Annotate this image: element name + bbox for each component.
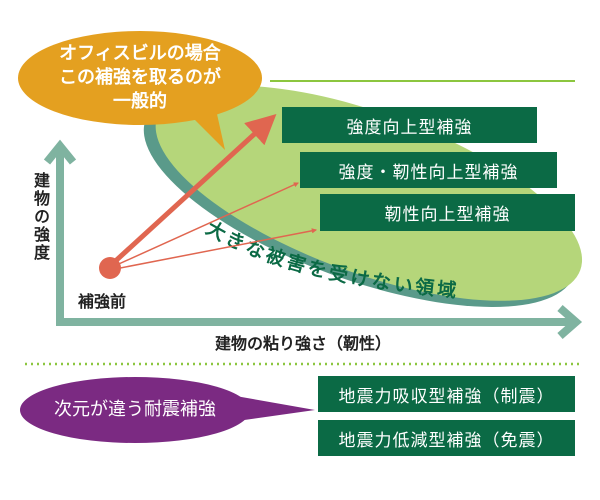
strength-arrow [108, 113, 277, 268]
y-axis-label: 建物の強度 [31, 172, 50, 262]
orange-bubble [18, 31, 262, 125]
seismic-control-box: 地震力吸収型補強（制震） [318, 376, 575, 412]
orange-bubble-tail [185, 105, 225, 150]
bubble-line: 一般的 [113, 91, 167, 112]
purple-bubble-tail [230, 395, 315, 422]
strength-ductility-type-box: 強度・靭性向上型補強 [300, 152, 557, 188]
bubble-line: この補強を取るのが [59, 67, 221, 88]
seismic-isolation-box: 地震力低減型補強（免震） [318, 420, 575, 456]
purple-bubble-text: 次元が違う耐震補強 [54, 399, 216, 420]
strength-ductility-arrow [109, 182, 299, 269]
strength-type-box: 強度向上型補強 [282, 107, 537, 143]
ductility-arrow [109, 228, 318, 271]
before-reinforcement-dot [99, 257, 121, 279]
x-axis-arrowhead [557, 304, 583, 340]
purple-bubble [20, 377, 250, 443]
x-axis-label: 建物の粘り強さ（靭性） [215, 334, 392, 353]
origin-label: 補強前 [78, 292, 127, 311]
bubble-line: オフィスビルの場合 [59, 43, 221, 64]
ductility-type-box: 靭性向上型補強 [320, 194, 575, 231]
y-axis-arrowhead [43, 139, 77, 165]
orange-bubble-text: オフィスビルの場合 この補強を取るのが 一般的 [30, 42, 250, 114]
